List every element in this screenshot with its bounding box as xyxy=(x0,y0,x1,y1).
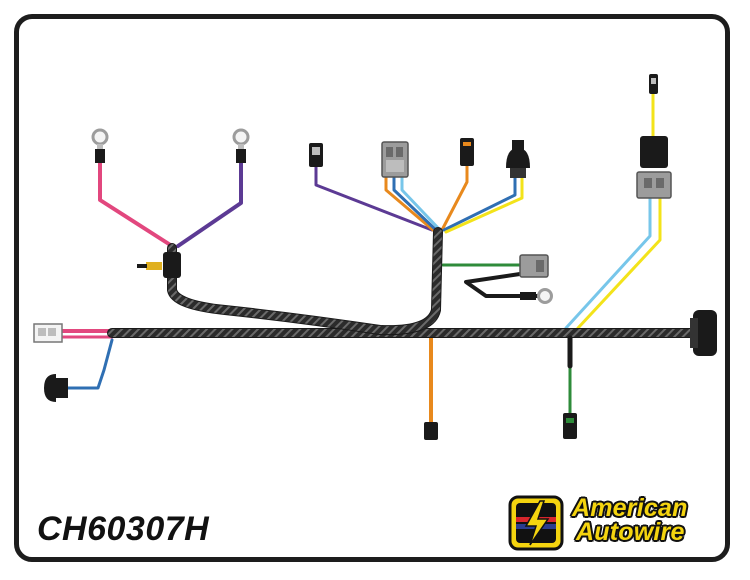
relay-gray-connector xyxy=(636,171,672,199)
blue-lead-wire-b xyxy=(442,176,517,232)
ground-ring-terminal xyxy=(520,288,553,304)
purple-ring-wire xyxy=(176,160,243,248)
harness-jackets xyxy=(107,227,700,369)
yellow-lead-wire-b xyxy=(444,176,524,234)
brand-wordmark: American Autowire xyxy=(572,494,688,546)
relay-socket xyxy=(640,136,668,168)
ring-terminal-left xyxy=(91,128,109,163)
single-pin-connector xyxy=(309,143,323,167)
brand-line-1: American xyxy=(572,494,688,522)
brand-line-2: Autowire xyxy=(576,518,685,546)
bulb-socket xyxy=(506,140,530,178)
upper-harness-branch xyxy=(167,227,443,336)
bulkhead-connector xyxy=(690,310,717,356)
diagram-frame xyxy=(14,14,730,562)
wire-group xyxy=(60,90,662,426)
orange-drop-connector xyxy=(424,422,438,440)
black-ground-wire xyxy=(464,272,542,298)
gray-multi-pin-connector xyxy=(381,141,409,178)
orange-lead-wire-a xyxy=(384,174,435,232)
brand-logo: American Autowire xyxy=(508,492,728,556)
fuse-holder xyxy=(137,252,181,278)
grommet-connector xyxy=(44,374,68,402)
ring-terminal-right xyxy=(232,128,250,163)
connectors xyxy=(33,74,717,440)
green-drop-connector xyxy=(563,413,577,439)
blue-grommet-wire xyxy=(64,338,114,390)
side-gray-connector xyxy=(519,254,549,278)
blue-lead-wire-a xyxy=(392,174,438,232)
top-pin-connector xyxy=(649,74,658,94)
part-number-label: CH60307H xyxy=(37,510,210,548)
pink-ring-wire xyxy=(98,160,174,248)
yellow-relay-wire xyxy=(576,194,662,330)
black-blade-connector xyxy=(460,138,474,166)
lightning-bolt-badge-icon xyxy=(508,495,564,551)
purple-lead-wire xyxy=(314,164,434,232)
light-blue-relay-wire xyxy=(564,194,652,330)
orange-lead-wire-b xyxy=(440,163,469,232)
light-blue-lead-wire-a xyxy=(400,174,442,232)
left-plug-connector xyxy=(33,323,63,343)
